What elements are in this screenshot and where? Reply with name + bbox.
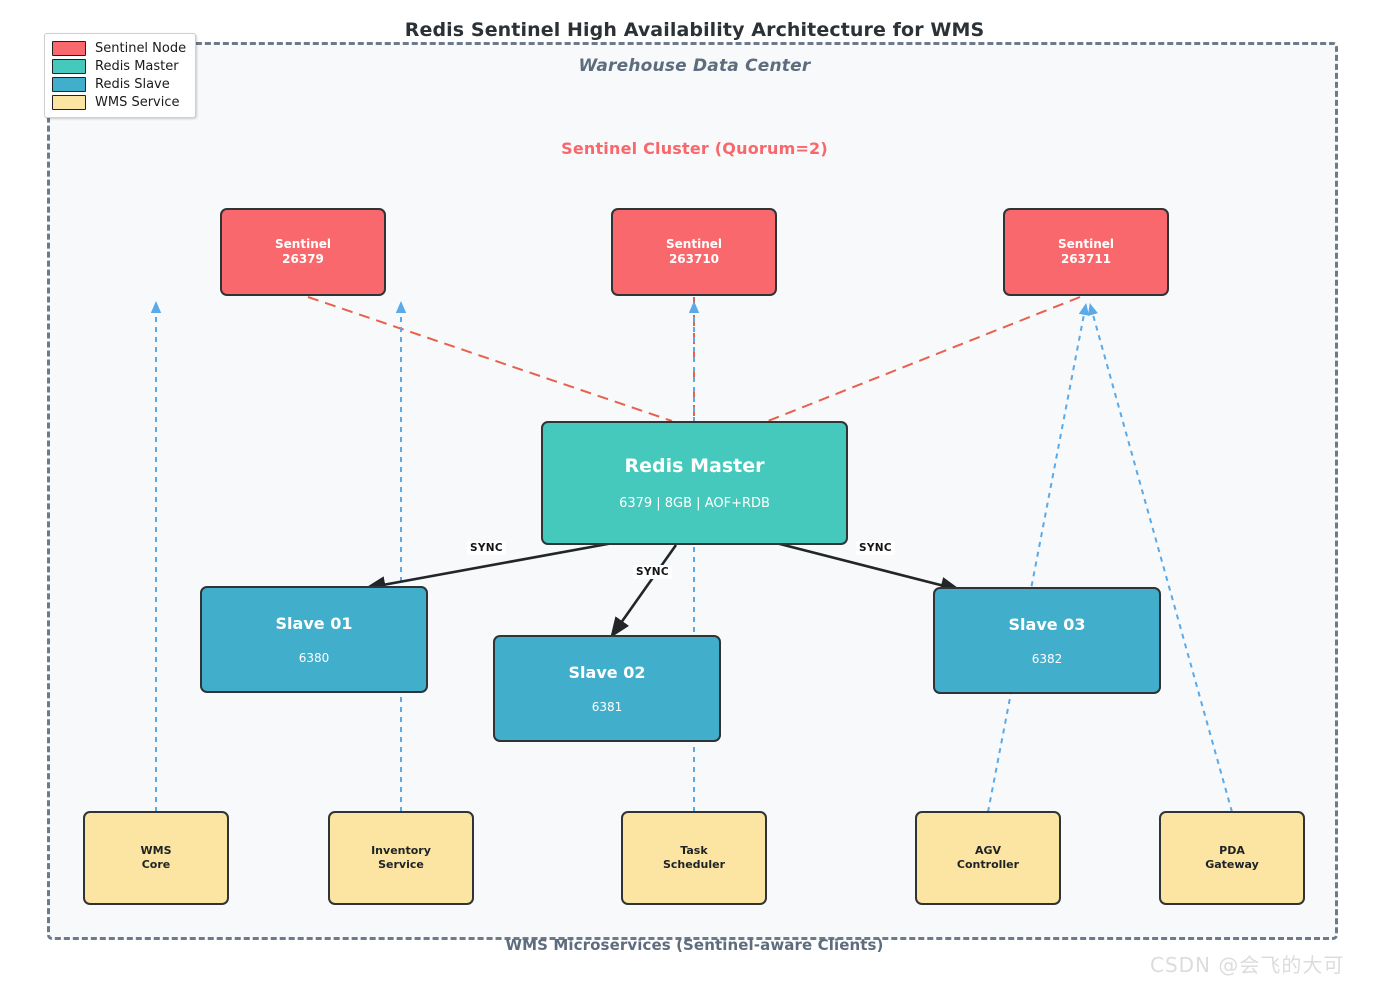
node-redis-master[interactable]: Redis Master 6379 | 8GB | AOF+RDB [541, 421, 848, 545]
node-subtitle: 6380 [298, 651, 330, 665]
legend-item-sentinel-node: Sentinel Node [52, 39, 186, 57]
node-sentinel-263710[interactable]: Sentinel 263710 [611, 208, 777, 296]
node-subtitle: 6381 [591, 700, 623, 714]
legend-label: Sentinel Node [95, 40, 187, 56]
edge-label-sync-slave01: SYNC [467, 541, 506, 555]
node-title: Sentinel 263711 [1058, 237, 1114, 266]
node-task-scheduler[interactable]: Task Scheduler [621, 811, 767, 905]
node-title: AGV Controller [956, 844, 1020, 871]
legend-label: Redis Slave [95, 76, 170, 92]
legend-item-redis-slave: Redis Slave [52, 75, 186, 93]
node-title: Slave 02 [568, 663, 646, 682]
node-subtitle: 6382 [1031, 652, 1063, 666]
node-sentinel-26379[interactable]: Sentinel 26379 [220, 208, 386, 296]
node-slave-01[interactable]: Slave 01 6380 [200, 586, 428, 693]
node-slave-02[interactable]: Slave 02 6381 [493, 635, 721, 742]
sentinel-cluster-title: Sentinel Cluster (Quorum=2) [561, 139, 828, 158]
node-title: Inventory Service [371, 844, 431, 871]
legend-swatch-icon [52, 76, 86, 92]
legend-swatch-icon [52, 94, 86, 110]
node-pda-gateway[interactable]: PDA Gateway [1159, 811, 1305, 905]
data-center-footer: WMS Microservices (Sentinel-aware Client… [505, 936, 884, 954]
node-title: Slave 03 [1008, 615, 1086, 634]
legend-swatch-icon [52, 40, 86, 56]
node-title: Task Scheduler [662, 844, 726, 871]
data-center-title: Warehouse Data Center [578, 56, 811, 76]
legend-item-wms-service: WMS Service [52, 93, 186, 111]
watermark: CSDN @会飞的大可 [1150, 953, 1345, 977]
node-agv-controller[interactable]: AGV Controller [915, 811, 1061, 905]
node-title: Sentinel 263710 [666, 237, 722, 266]
node-title: Slave 01 [275, 614, 353, 633]
node-title: WMS Core [140, 844, 172, 871]
node-slave-03[interactable]: Slave 03 6382 [933, 587, 1161, 694]
legend-item-redis-master: Redis Master [52, 57, 186, 75]
node-inventory-service[interactable]: Inventory Service [328, 811, 474, 905]
node-title: Redis Master [624, 455, 765, 478]
node-sentinel-263711[interactable]: Sentinel 263711 [1003, 208, 1169, 296]
legend-swatch-icon [52, 58, 86, 74]
node-wms-core[interactable]: WMS Core [83, 811, 229, 905]
legend-label: Redis Master [95, 58, 179, 74]
page-title: Redis Sentinel High Availability Archite… [404, 19, 985, 41]
node-title: Sentinel 26379 [275, 237, 331, 266]
legend: Sentinel Node Redis Master Redis Slave W… [44, 33, 197, 118]
legend-label: WMS Service [95, 94, 180, 110]
node-subtitle: 6379 | 8GB | AOF+RDB [619, 495, 770, 511]
edge-label-sync-slave02: SYNC [633, 565, 672, 579]
edge-label-sync-slave03: SYNC [856, 541, 895, 555]
node-title: PDA Gateway [1205, 844, 1259, 871]
